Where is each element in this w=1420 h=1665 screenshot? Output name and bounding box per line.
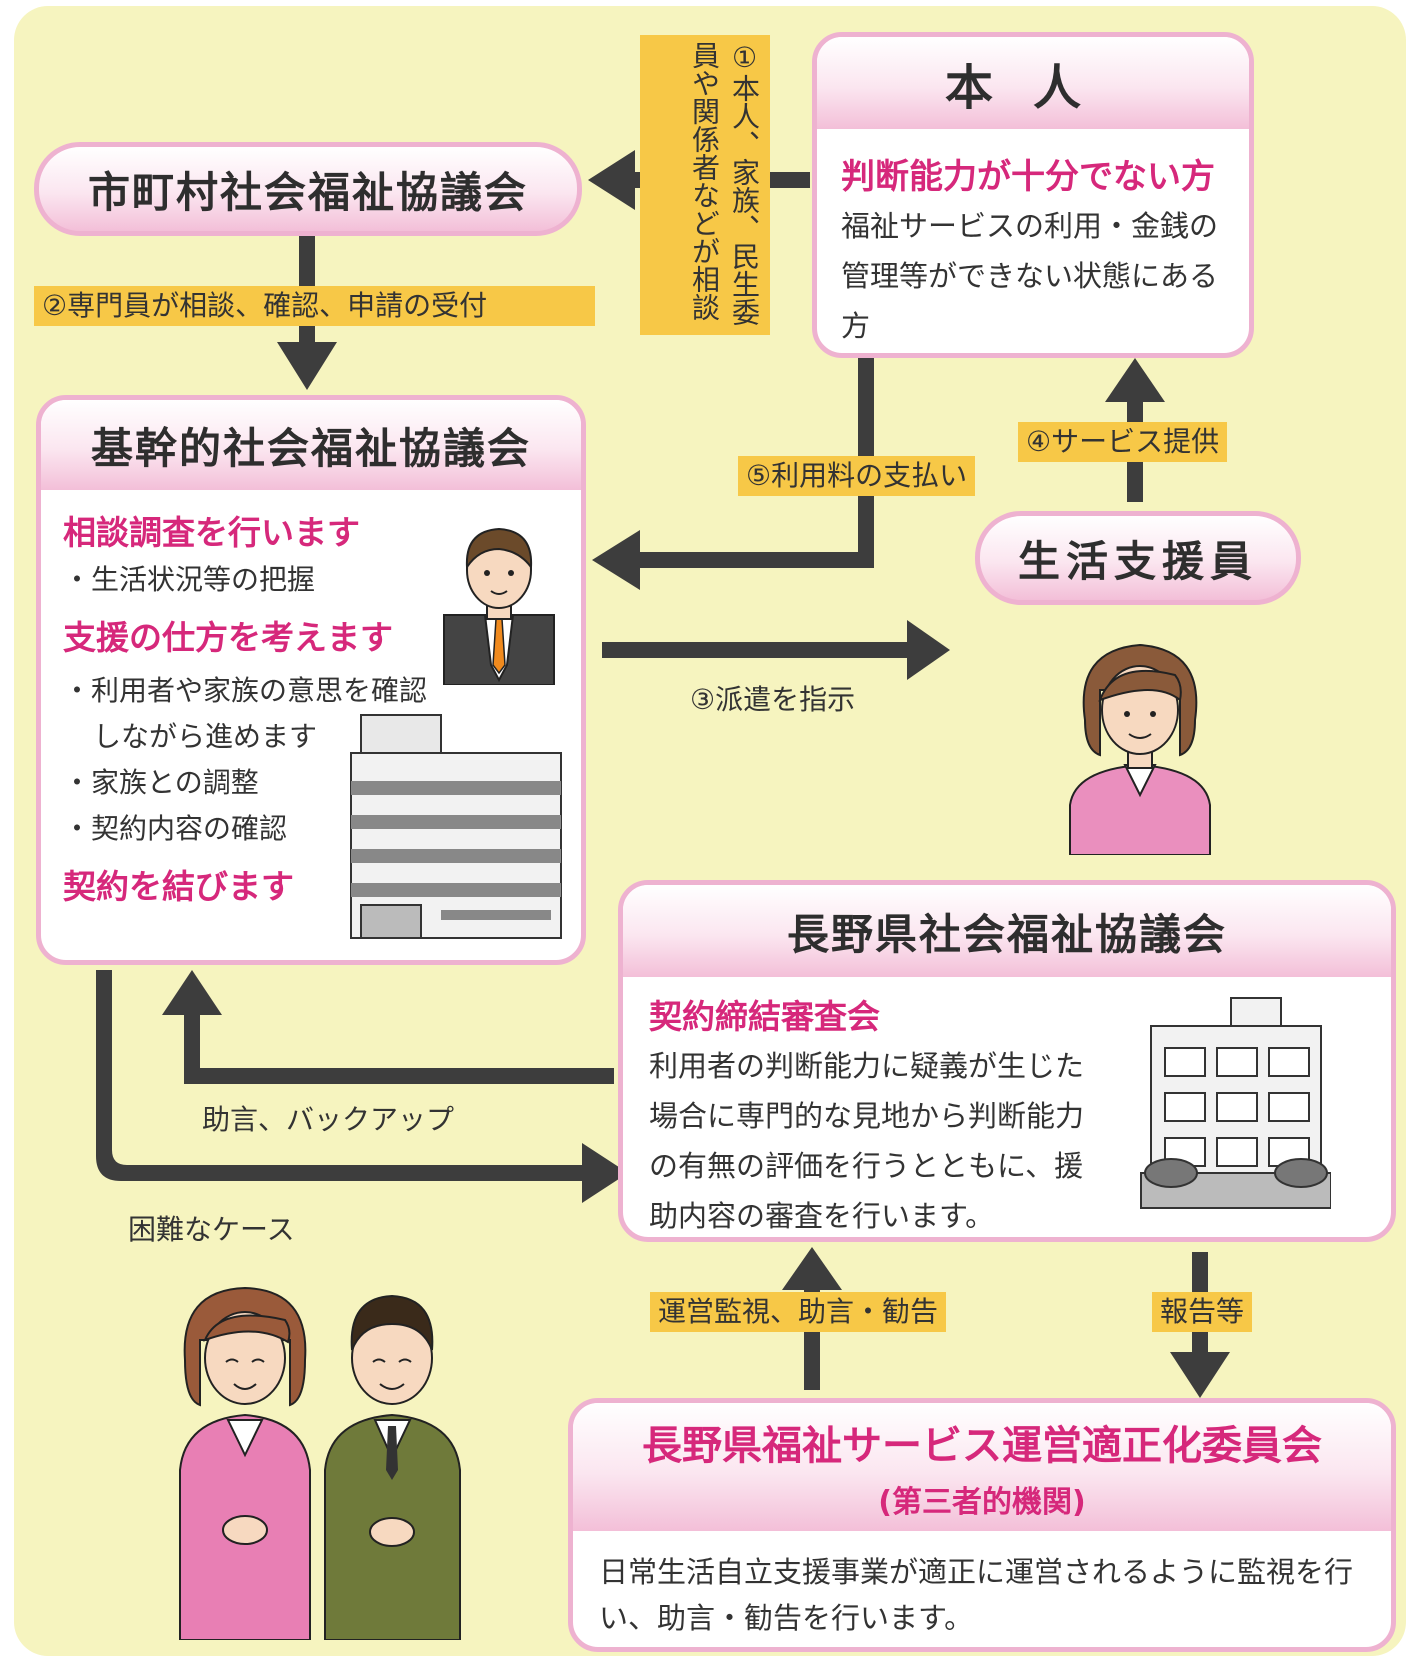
person-box: 本人 判断能力が十分でない方 福祉サービスの利用・金銭の管理等ができない状態にあ… [812, 32, 1254, 358]
connector-advice-v [184, 1015, 200, 1084]
step5-label: ⑤利用料の支払い [738, 456, 976, 496]
person-header: 本人 [817, 37, 1249, 129]
prefecture-description: 利用者の判断能力に疑義が生じた場合に専門的な見地から判断能力の有無の評価を行うと… [649, 1049, 1085, 1233]
step4-label: ④サービス提供 [1018, 422, 1228, 462]
prefecture-building-icon [1140, 997, 1331, 1209]
support-worker-woman-icon [1069, 643, 1211, 855]
connector-payment-h [640, 552, 874, 568]
prefecture-heading: 契約締結審査会 [649, 997, 880, 1036]
arrow-payment [592, 530, 640, 590]
municipal-council-title: 市町村社会福祉協議会 [87, 167, 528, 217]
arrow-report [1170, 1352, 1230, 1398]
report-label: 報告等 [1152, 1292, 1253, 1332]
arrow-monitor [782, 1247, 842, 1290]
core-item-4: ・契約内容の確認 [63, 812, 288, 845]
person-description: 福祉サービスの利用・金銭の管理等ができない状態にある方 [841, 209, 1219, 343]
core-council-header: 基幹的社会福祉協議会 [41, 400, 581, 490]
oversight-committee-title: 長野県福祉サービス運営適正化委員会 [642, 1423, 1322, 1469]
step1-label: ①本人、家族、民生委員や関係者などが相談 [640, 35, 770, 335]
core-heading-1: 相談調査を行います [63, 513, 360, 552]
core-item-2: ・利用者や家族の意思を確認 [63, 674, 428, 707]
core-heading-2: 支援の仕方を考えます [63, 618, 393, 657]
monitoring-label: 運営監視、助言・勧告 [650, 1292, 947, 1332]
life-support-worker: 生活支援員 [975, 511, 1301, 605]
core-heading-3: 契約を結びます [63, 867, 294, 906]
step2-label: ②専門員が相談、確認、申請の受付 [34, 286, 595, 326]
bowing-couple-icon [179, 1286, 461, 1640]
core-council-box: 基幹的社会福祉協議会 相談調査を行います ・生活状況等の把握 支援の仕方を考えま… [36, 395, 586, 965]
difficult-case-label: 困難なケース [128, 1213, 295, 1246]
prefecture-council-header: 長野県社会福祉協議会 [623, 885, 1391, 977]
connector-dispatch [602, 642, 907, 658]
prefecture-council-title: 長野県社会福祉協議会 [786, 909, 1227, 959]
connector-advice-h [184, 1068, 614, 1084]
prefecture-council-box: 長野県社会福祉協議会 契約締結審査会 利用者の判断能力に疑義が生じた場合に専門的… [618, 880, 1396, 1242]
arrow-difficult [582, 1143, 628, 1203]
person-title: 本人 [944, 60, 1121, 116]
oversight-committee-subtitle: (第三者的機関) [878, 1485, 1086, 1520]
life-support-worker-title: 生活支援員 [1017, 536, 1258, 586]
arrow-service [1105, 358, 1165, 402]
oversight-committee-header: 長野県福祉サービス運営適正化委員会 (第三者的機関) [573, 1403, 1391, 1531]
oversight-committee-box: 長野県福祉サービス運営適正化委員会 (第三者的機関) 日常生活自立支援事業が適正… [568, 1398, 1396, 1652]
step1-text: ①本人、家族、民生委員や関係者などが相談 [688, 41, 761, 326]
arrow-to-core [277, 342, 337, 390]
arrow-dispatch [907, 620, 950, 680]
municipal-council: 市町村社会福祉協議会 [34, 142, 582, 236]
core-council-title: 基幹的社会福祉協議会 [90, 423, 531, 473]
office-building-icon [350, 714, 562, 939]
advice-backup-label: 助言、バックアップ [202, 1103, 455, 1136]
core-item-1: ・生活状況等の把握 [63, 563, 316, 596]
person-subtitle: 判断能力が十分でない方 [841, 157, 1215, 197]
arrow-advice [162, 970, 222, 1015]
arrow-to-municipal [588, 150, 635, 210]
oversight-committee-description: 日常生活自立支援事業が適正に運営されるように監視を行い、助言・勧告を行います。 [599, 1555, 1354, 1635]
core-item-2b: しながら進めます [93, 720, 318, 753]
staff-man-icon [443, 527, 555, 685]
core-item-3: ・家族との調整 [63, 766, 259, 799]
step3-label: ③派遣を指示 [690, 683, 856, 716]
